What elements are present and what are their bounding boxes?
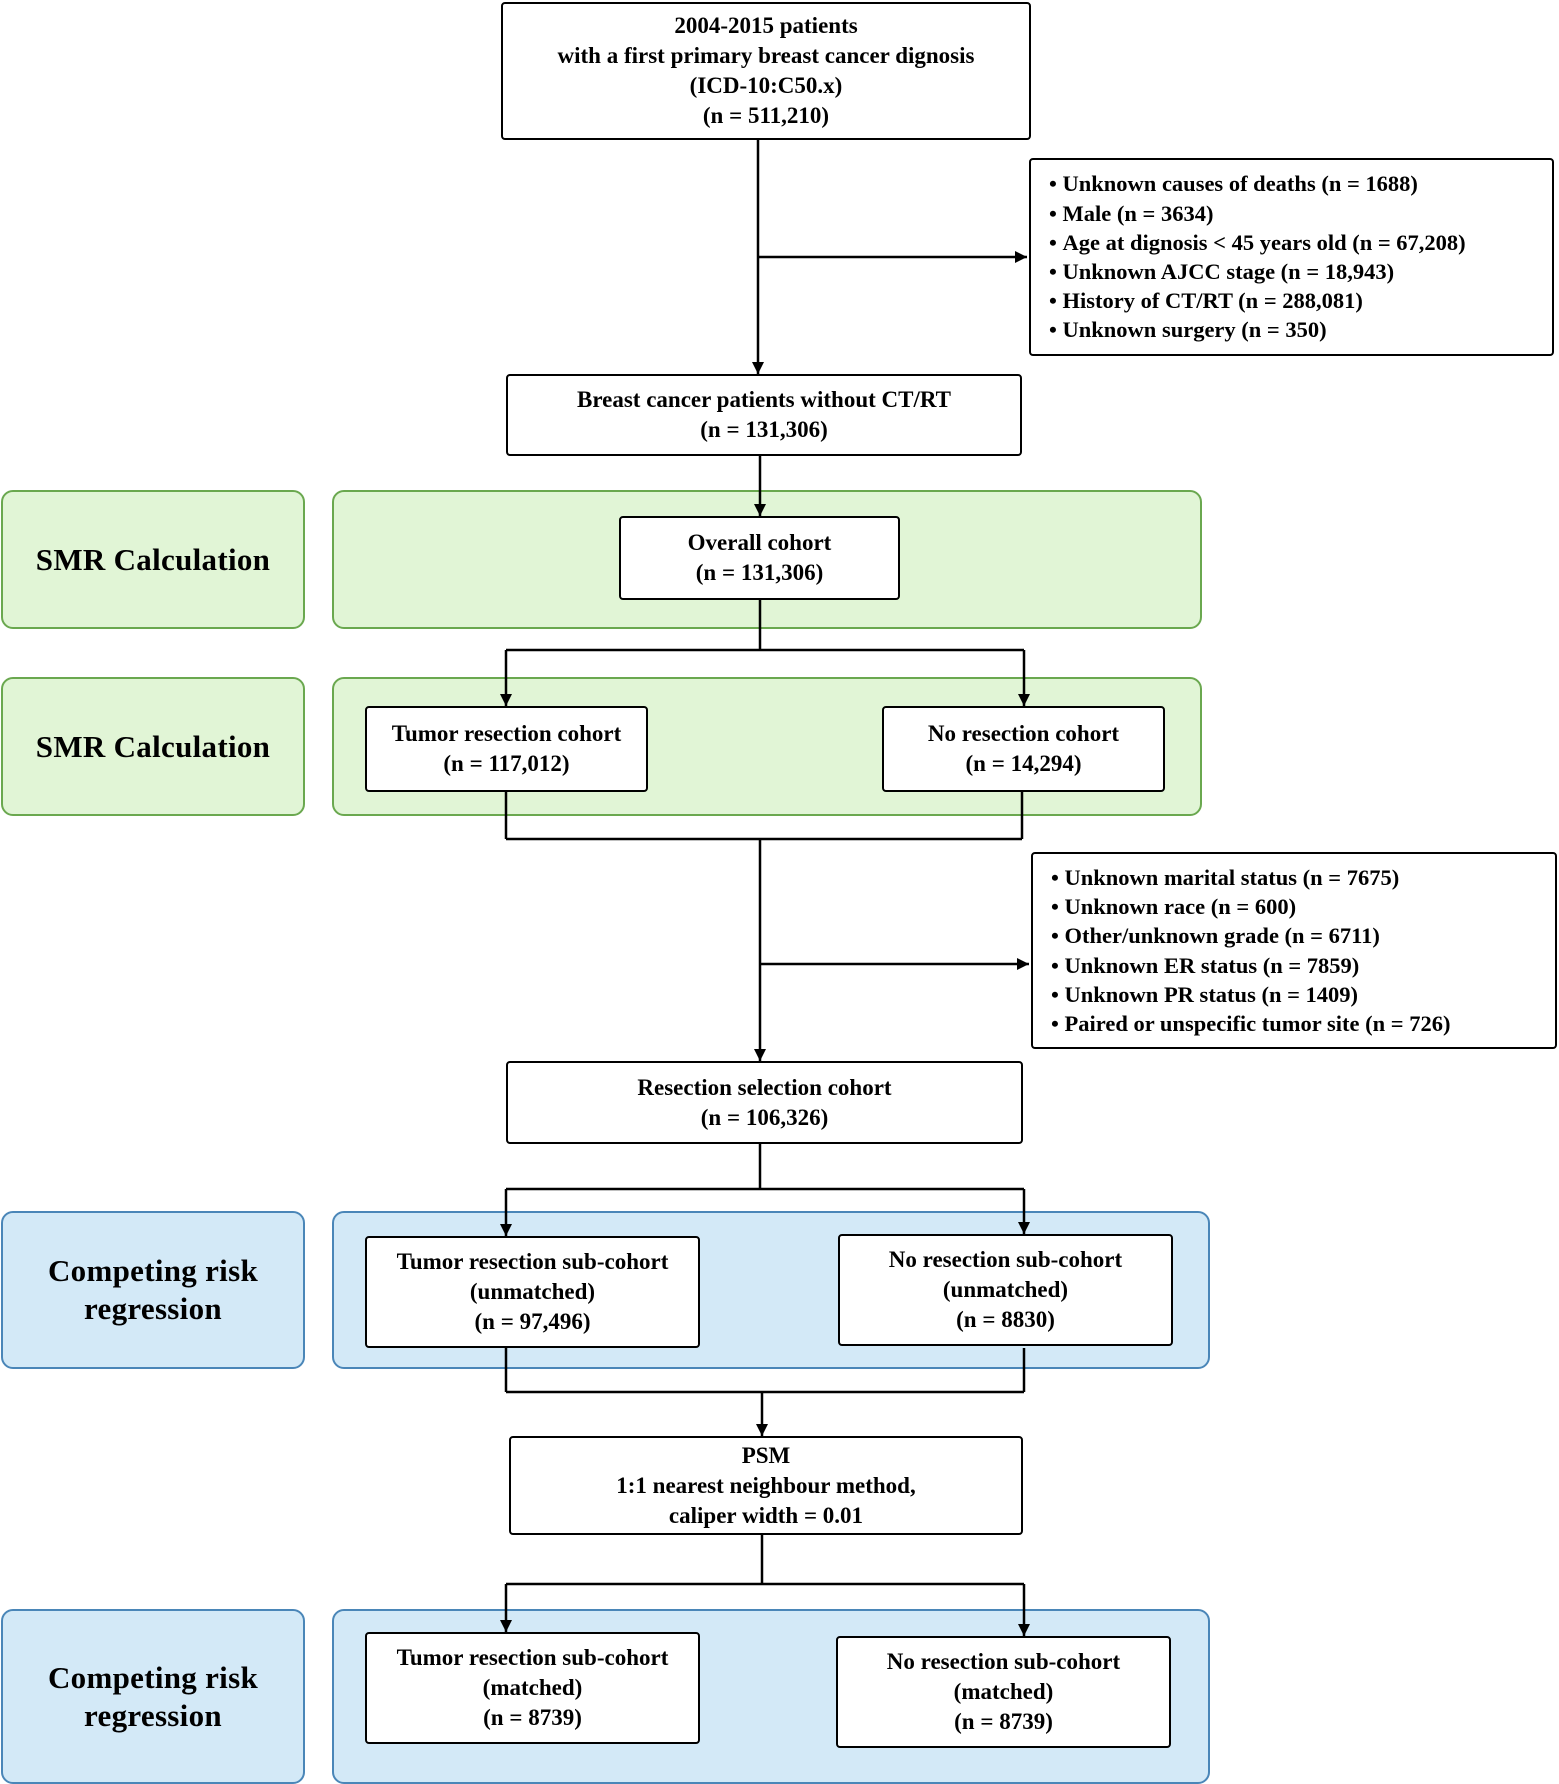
box-text: Overall cohort <box>687 530 832 555</box>
box-text: Resection selection cohort <box>637 1074 892 1100</box>
box-text: (n = 8830) <box>956 1307 1055 1332</box>
exclusion-item: History of CT/RT (n = 288,081) <box>1049 286 1538 315</box>
stage-label-smr-2: SMR Calculation <box>1 677 305 816</box>
box-text: 2004-2015 patients <box>674 13 858 38</box>
box-text: (n = 8739) <box>483 1705 582 1730</box>
no-resection-matched-box: No resection sub-cohort (matched) (n = 8… <box>836 1636 1171 1748</box>
box-text: (n = 511,210) <box>702 103 830 128</box>
box-text: No resection cohort <box>927 721 1120 746</box>
tumor-resection-cohort-box: Tumor resection cohort (n = 117,012) <box>365 706 648 792</box>
exclusion-item: Male (n = 3634) <box>1049 199 1538 228</box>
box-text: 1:1 nearest neighbour method, <box>616 1472 916 1498</box>
box-text: Tumor resection sub-cohort <box>396 1249 669 1274</box>
exclusion-item: Unknown surgery (n = 350) <box>1049 315 1538 344</box>
box-text: (matched) <box>482 1675 583 1700</box>
box-text: (n = 131,306) <box>695 560 824 585</box>
stage-label-text: regression <box>84 1697 222 1733</box>
box-text: (n = 8739) <box>954 1709 1053 1734</box>
exclusion-item: Unknown ER status (n = 7859) <box>1051 951 1541 980</box>
box-text: (n = 131,306) <box>700 417 828 442</box>
no-resection-unmatched-box: No resection sub-cohort (unmatched) (n =… <box>838 1234 1173 1346</box>
resection-selection-cohort-box: Resection selection cohort (n = 106,326) <box>506 1061 1023 1144</box>
exclusion-box-1: Unknown causes of deaths (n = 1688) Male… <box>1029 158 1554 356</box>
box-text: (matched) <box>953 1679 1054 1704</box>
box-text: caliper width = 0.01 <box>668 1502 864 1528</box>
box-text: (unmatched) <box>469 1279 596 1304</box>
exclusion-item: Unknown AJCC stage (n = 18,943) <box>1049 257 1538 286</box>
box-text: Tumor resection cohort <box>391 721 622 746</box>
stage-label-smr-1: SMR Calculation <box>1 490 305 629</box>
box-text: Tumor resection sub-cohort <box>396 1645 669 1670</box>
stage-label-text: SMR Calculation <box>35 728 271 764</box>
exclusion-item: Unknown causes of deaths (n = 1688) <box>1049 169 1538 198</box>
stage-label-text: Competing risk <box>47 1659 258 1695</box>
box-text: (n = 97,496) <box>474 1309 591 1334</box>
tumor-resection-unmatched-box: Tumor resection sub-cohort (unmatched) (… <box>365 1236 700 1348</box>
exclusion-box-2: Unknown marital status (n = 7675) Unknow… <box>1031 852 1557 1049</box>
box-text: (n = 14,294) <box>965 751 1082 776</box>
stage-label-competing-risk-1: Competing risk regression <box>1 1211 305 1369</box>
overall-cohort-box: Overall cohort (n = 131,306) <box>619 516 900 600</box>
box-text: (unmatched) <box>942 1277 1069 1302</box>
box-text: with a first primary breast cancer digno… <box>557 43 975 68</box>
box-text: Breast cancer patients without CT/RT <box>577 387 951 412</box>
no-resection-cohort-box: No resection cohort (n = 14,294) <box>882 706 1165 792</box>
box-text: PSM <box>741 1442 791 1468</box>
exclusion-item: Unknown marital status (n = 7675) <box>1051 863 1541 892</box>
tumor-resection-matched-box: Tumor resection sub-cohort (matched) (n … <box>365 1632 700 1744</box>
exclusion-item: Age at dignosis < 45 years old (n = 67,2… <box>1049 228 1538 257</box>
box-text: (n = 106,326) <box>700 1104 829 1130</box>
without-ctrt-box: Breast cancer patients without CT/RT (n … <box>506 374 1022 456</box>
stage-label-text: regression <box>84 1291 222 1326</box>
stage-label-competing-risk-2: Competing risk regression <box>1 1609 305 1784</box>
stage-label-text: SMR Calculation <box>35 541 271 577</box>
exclusion-item: Paired or unspecific tumor site (n = 726… <box>1051 1009 1541 1038</box>
box-text: (ICD-10:C50.x) <box>689 73 843 98</box>
stage-label-text: Competing risk <box>47 1253 258 1288</box>
box-text: (n = 117,012) <box>443 751 570 776</box>
exclusion-item: Unknown PR status (n = 1409) <box>1051 980 1541 1009</box>
box-text: No resection sub-cohort <box>886 1649 1121 1674</box>
psm-box: PSM 1:1 nearest neighbour method, calipe… <box>509 1436 1023 1535</box>
initial-population-box: 2004-2015 patients with a first primary … <box>501 2 1031 140</box>
exclusion-item: Unknown race (n = 600) <box>1051 892 1541 921</box>
exclusion-item: Other/unknown grade (n = 6711) <box>1051 921 1541 950</box>
box-text: No resection sub-cohort <box>888 1247 1123 1272</box>
